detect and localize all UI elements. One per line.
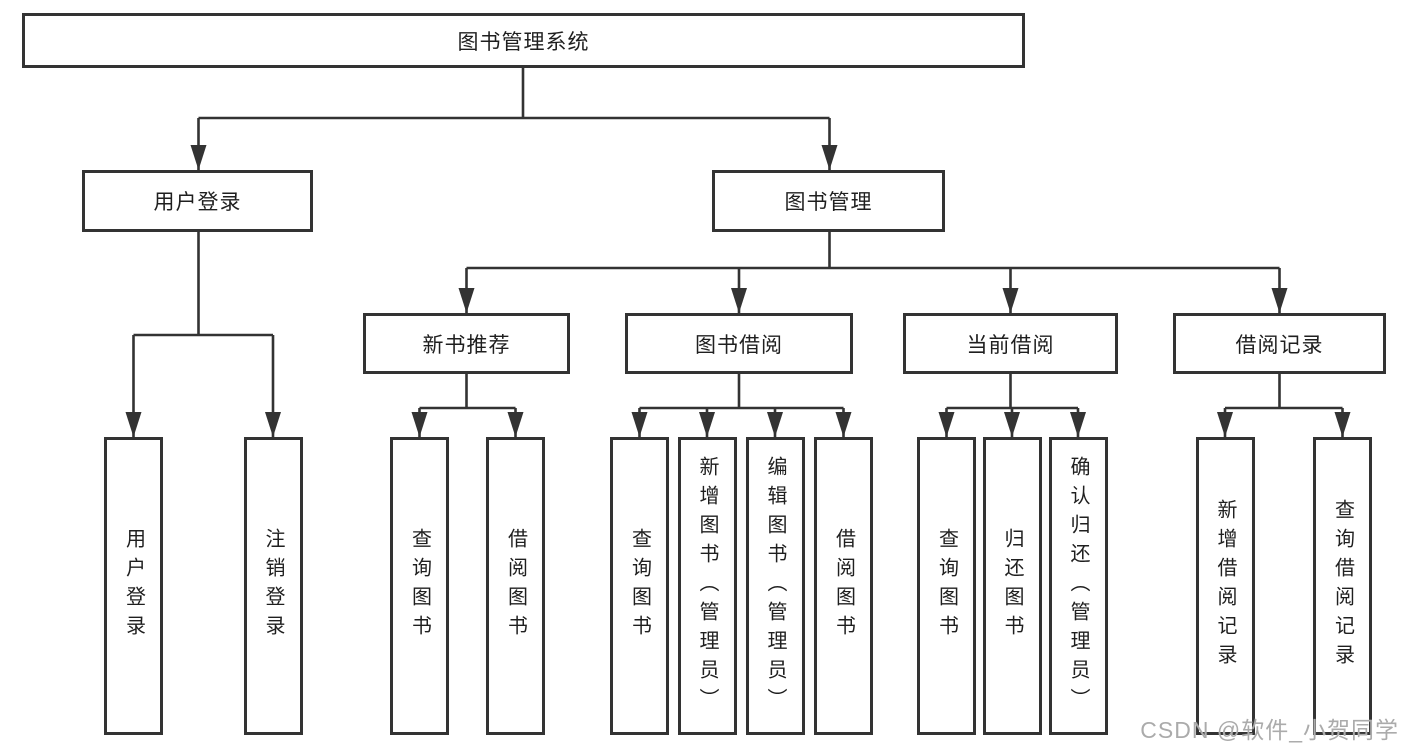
leaf-label: 查询图书: [408, 528, 431, 644]
node-root-system: 图书管理系统: [22, 13, 1025, 68]
node-user-login: 用户登录: [82, 170, 313, 232]
arrowhead-icon: [1271, 288, 1288, 313]
node-book-management: 图书管理: [712, 170, 945, 232]
arrowhead-icon: [699, 412, 715, 437]
arrowhead-icon: [1004, 412, 1020, 437]
leaf-user-login: 用户登录: [104, 437, 163, 735]
leaf-return-books: 归还图书: [982, 437, 1042, 735]
arrowhead-icon: [821, 145, 838, 170]
arrowhead-icon: [458, 288, 475, 313]
node-label: 新书推荐: [422, 333, 511, 357]
leaf-logout-login: 注销登录: [243, 437, 303, 735]
arrowhead-icon: [1070, 412, 1086, 437]
leaf-label: 借阅图书: [504, 528, 527, 644]
leaf-label: 借阅图书: [832, 528, 855, 644]
leaf-label: 查询图书: [628, 528, 651, 644]
node-label: 当前借阅: [966, 333, 1055, 357]
arrowhead-icon: [767, 412, 783, 437]
node-current-borrowing: 当前借阅: [903, 313, 1118, 374]
leaf-query-borrow-record: 查询借阅记录: [1313, 437, 1372, 735]
leaf-label: 编辑图书（管理员）: [764, 455, 786, 717]
leaf-label: 确认归还（管理员）: [1067, 455, 1089, 717]
node-label: 借阅记录: [1235, 333, 1324, 357]
arrowhead-icon: [1002, 288, 1019, 313]
leaf-borrow-books-borrowing: 借阅图书: [814, 437, 873, 735]
leaf-label: 用户登录: [122, 528, 145, 644]
arrowhead-icon: [190, 145, 207, 170]
arrowhead-icon: [1334, 412, 1351, 437]
arrowhead-icon: [411, 412, 428, 437]
leaf-add-borrow-record: 新增借阅记录: [1195, 437, 1255, 735]
leaf-label: 新增图书（管理员）: [696, 455, 718, 717]
leaf-query-books-current: 查询图书: [917, 437, 976, 735]
leaf-query-books-borrowing: 查询图书: [610, 437, 669, 735]
leaf-label: 归还图书: [1001, 528, 1023, 644]
arrowhead-icon: [1217, 412, 1233, 437]
leaf-query-books-recommend: 查询图书: [390, 437, 449, 735]
leaf-add-books-admin: 新增图书（管理员）: [677, 437, 737, 735]
leaf-label: 查询图书: [935, 528, 958, 644]
arrowhead-icon: [265, 412, 281, 437]
connector-stroke-group: [132, 68, 1344, 437]
leaf-label: 注销登录: [262, 528, 284, 644]
node-book-borrowing: 图书借阅: [625, 313, 853, 374]
node-label: 用户登录: [153, 191, 242, 214]
arrowhead-icon: [835, 412, 852, 437]
node-new-book-recommend: 新书推荐: [363, 313, 570, 374]
leaf-label: 新增借阅记录: [1214, 499, 1236, 673]
arrowhead-icon: [631, 412, 648, 437]
connector-path: [132, 68, 1344, 437]
arrowhead-icon: [731, 288, 747, 313]
leaf-confirm-return-admin: 确认归还（管理员）: [1048, 437, 1108, 735]
leaf-edit-books-admin: 编辑图书（管理员）: [745, 437, 805, 735]
watermark: CSDN @软件_小贺同学: [1140, 717, 1399, 743]
leaf-label: 查询借阅记录: [1331, 499, 1354, 673]
node-label: 图书管理: [784, 191, 873, 214]
node-borrowing-records: 借阅记录: [1173, 313, 1386, 374]
leaf-borrow-books-recommend: 借阅图书: [486, 437, 545, 735]
node-label: 图书借阅: [695, 333, 783, 357]
arrowhead-icon: [125, 412, 142, 437]
node-label: 图书管理系统: [457, 30, 590, 54]
arrowhead-group: [125, 145, 1351, 437]
arrowhead-icon: [507, 412, 524, 437]
arrowhead-icon: [938, 412, 955, 437]
